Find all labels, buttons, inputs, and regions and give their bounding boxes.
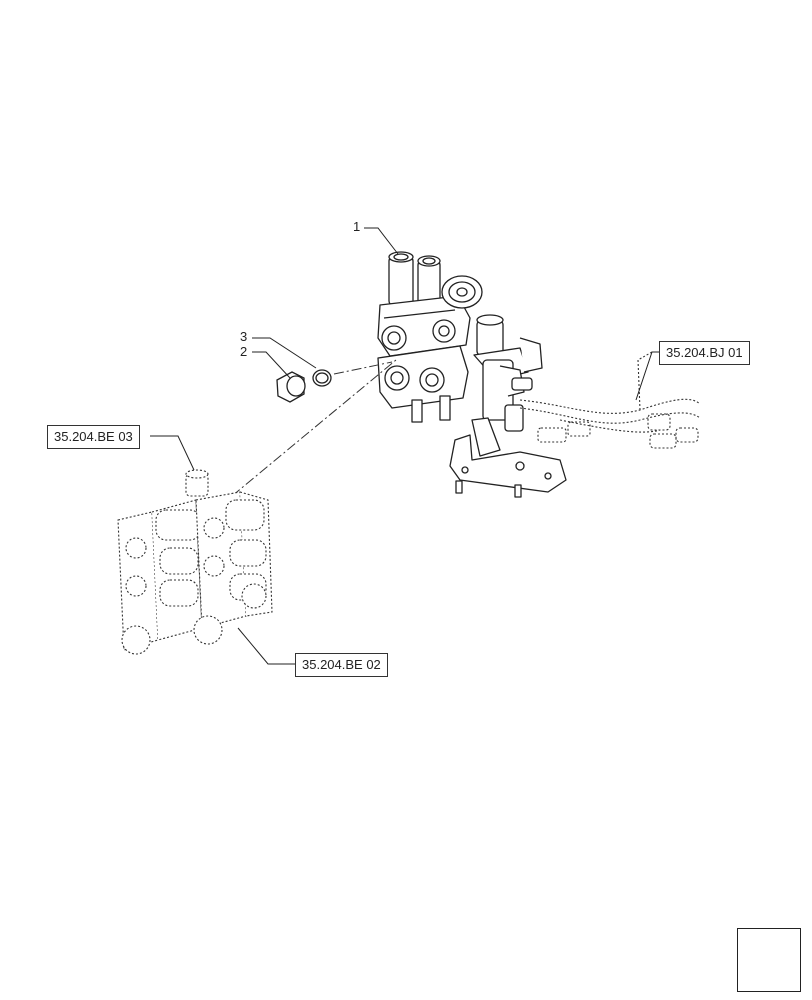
next-page-button[interactable] xyxy=(737,928,801,992)
reference-link-be02[interactable]: 35.204.BE 02 xyxy=(295,653,388,677)
plug-and-oring xyxy=(276,369,332,403)
reference-link-bj01[interactable]: 35.204.BJ 01 xyxy=(659,341,750,365)
control-valve-assembly xyxy=(377,251,567,498)
callout-item-2: 2 xyxy=(240,344,248,359)
callout-item-3: 3 xyxy=(240,329,248,344)
alignment-lines xyxy=(231,359,397,497)
valve-stack-phantom xyxy=(117,469,273,655)
harness-phantom xyxy=(519,351,701,449)
leader-lines xyxy=(150,227,660,665)
callout-item-1: 1 xyxy=(353,219,361,234)
reference-link-be03[interactable]: 35.204.BE 03 xyxy=(47,425,140,449)
